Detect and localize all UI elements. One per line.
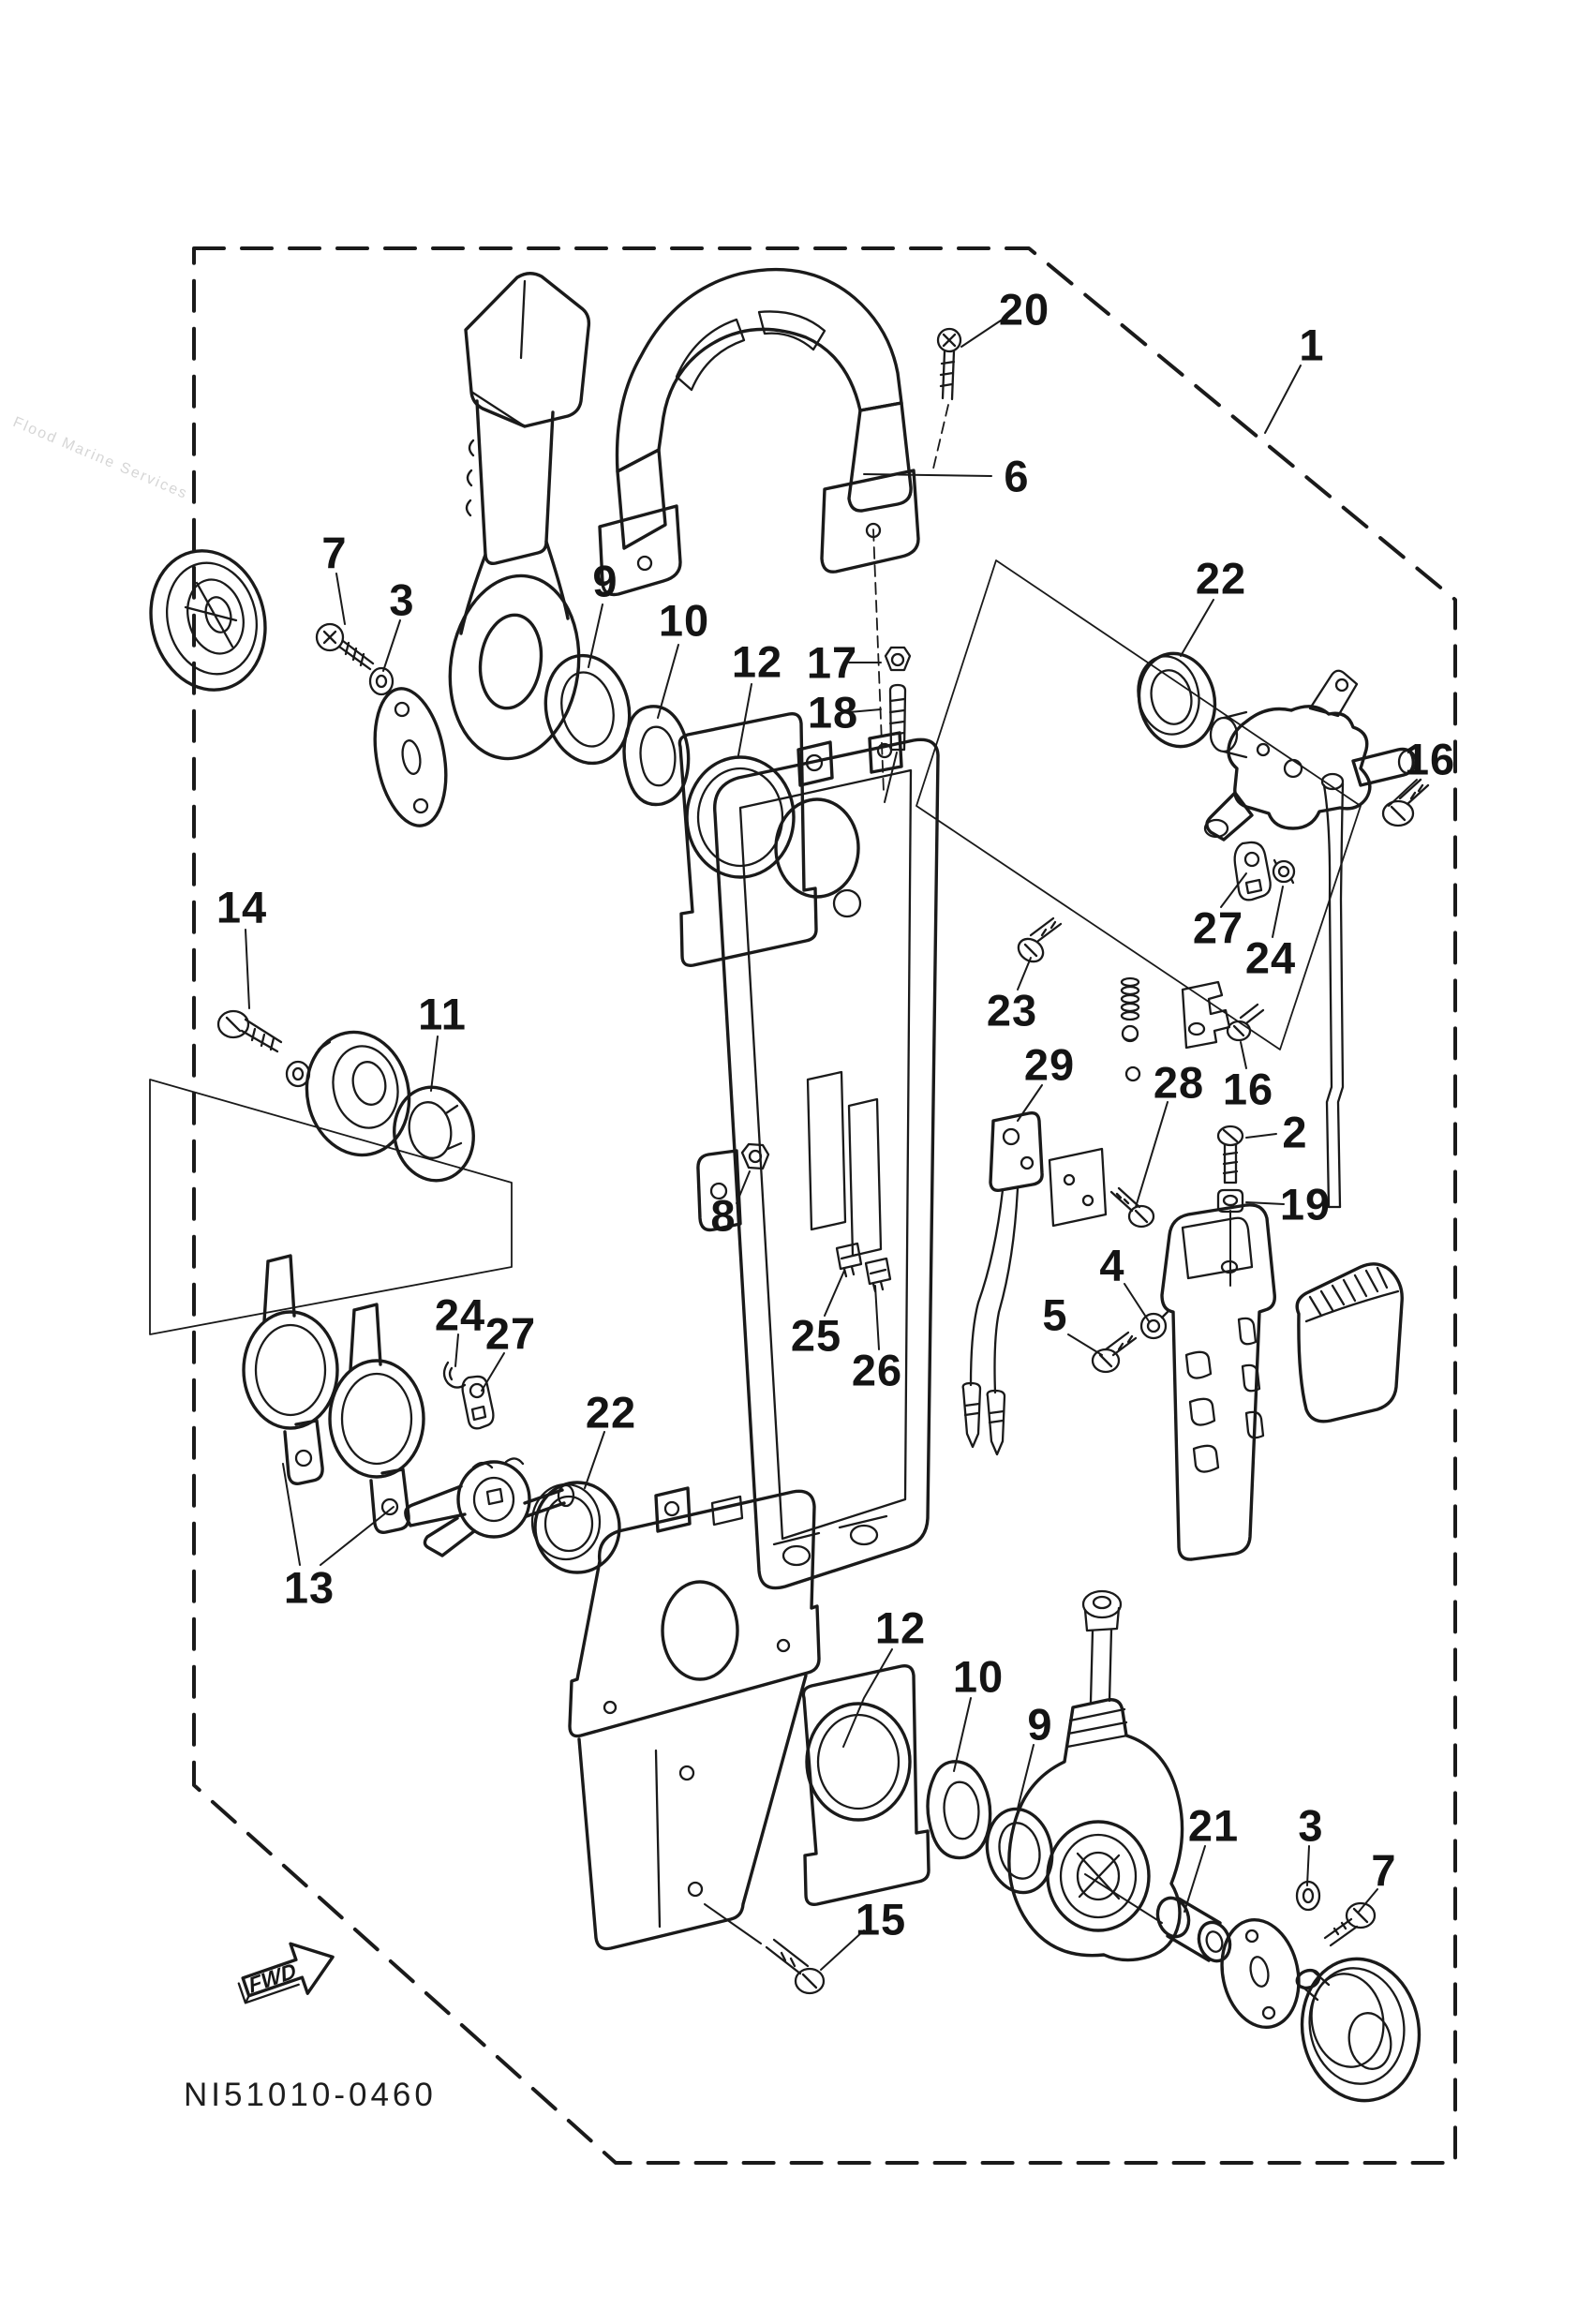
fwd-arrow-label: FWD (246, 1958, 298, 1997)
callout-20: 20 (998, 284, 1050, 335)
lower-housing (568, 1486, 821, 1951)
bearing-bracket-12-lower (801, 1664, 930, 1906)
screw-15 (765, 1938, 826, 1995)
washer-9-upper (543, 653, 632, 766)
nut-17 (884, 646, 912, 672)
cam-disc (305, 1030, 411, 1157)
callout-15: 15 (855, 1894, 907, 1944)
projection-box-right (916, 559, 1362, 1050)
shift-rod (1320, 772, 1345, 1209)
screw-7-lower (1323, 1901, 1377, 1947)
gasket-13-b (328, 1303, 425, 1534)
bushing-22-upper (1137, 651, 1217, 749)
callout-7-upper: 7 (321, 528, 348, 578)
link-joint-27-upper (1233, 841, 1272, 901)
bearing-bracket-12-upper (677, 712, 818, 967)
callout-27-upper: 27 (1192, 902, 1244, 953)
callout-18: 18 (807, 687, 859, 737)
callout-3-lower: 3 (1298, 1800, 1324, 1851)
screw-16-upper (1381, 778, 1430, 827)
assembly-boundary-dashed (192, 246, 1457, 2165)
screw-5 (1091, 1331, 1138, 1374)
callout-13: 13 (283, 1562, 335, 1613)
callout-21: 21 (1187, 1800, 1240, 1851)
friction-plate (373, 687, 448, 827)
washer-4 (1139, 1310, 1169, 1340)
bolt-14 (216, 1009, 283, 1053)
callout-10-lower: 10 (952, 1651, 1005, 1702)
screw-2 (1216, 1125, 1244, 1184)
screw-16-lower (1226, 1003, 1265, 1042)
top-cover (598, 267, 920, 597)
nut-24-upper (1272, 858, 1296, 885)
callout-22-upper: 22 (1195, 553, 1247, 603)
cam-axle-assembly (404, 1457, 575, 1557)
end-knob (1295, 1957, 1422, 2103)
drawing-number: NI51010-0460 (184, 2077, 437, 2113)
callout-14: 14 (216, 882, 268, 932)
callout-1: 1 (1299, 320, 1325, 370)
contact-pad-28-target (1048, 1147, 1108, 1228)
neutral-switch-29 (961, 1110, 1044, 1456)
detent-clip-bracket (1181, 980, 1231, 1050)
projection-box-left (149, 1079, 513, 1335)
handle-grip-knob (1295, 1262, 1404, 1423)
detent-spring-and-balls (1120, 976, 1141, 1082)
callout-8: 8 (710, 1190, 737, 1241)
callout-3-upper: 3 (389, 574, 415, 625)
washer-11 (393, 1085, 475, 1183)
callout-10-upper: 10 (658, 595, 710, 646)
callout-19: 19 (1279, 1179, 1332, 1229)
callout-12-lower: 12 (874, 1602, 927, 1653)
callout-22-lower: 22 (585, 1387, 637, 1438)
connector-25 (835, 1242, 863, 1278)
throttle-rod (1081, 1589, 1123, 1704)
callout-25: 25 (790, 1310, 842, 1361)
callout-16-lower: 16 (1222, 1064, 1274, 1114)
upper-housing (696, 731, 940, 1590)
fwd-arrow: FWD (237, 1942, 335, 2004)
gasket-10-lower (926, 1760, 992, 1860)
shift-cam-assembly (1203, 669, 1418, 842)
callout-12-upper: 12 (731, 636, 783, 687)
washer-3-upper (368, 666, 394, 696)
stud-18 (888, 683, 907, 752)
callout-6: 6 (1004, 451, 1030, 501)
callout-9-upper: 9 (592, 556, 618, 606)
callout-28: 28 (1153, 1057, 1205, 1108)
friction-adjuster-knob (149, 549, 267, 692)
callout-5: 5 (1042, 1289, 1068, 1340)
screw-23 (1017, 916, 1063, 963)
callout-9-lower: 9 (1027, 1699, 1053, 1750)
screw-28 (1109, 1186, 1155, 1229)
end-plate (1220, 1917, 1301, 2030)
callout-26: 26 (851, 1345, 903, 1395)
callout-16-upper: 16 (1404, 734, 1456, 784)
screw-7-upper (315, 622, 375, 671)
screw-20 (936, 327, 962, 401)
callout-17: 17 (806, 637, 858, 688)
callout-29: 29 (1023, 1039, 1076, 1090)
remote-handle (1160, 1203, 1276, 1561)
link-joint-27-lower (461, 1375, 495, 1430)
callout-4: 4 (1099, 1240, 1125, 1290)
callout-24-lower: 24 (434, 1289, 486, 1340)
clip-24-lower (442, 1361, 467, 1389)
callout-11: 11 (418, 989, 467, 1039)
gasket-10-upper (622, 705, 691, 807)
callout-7-lower: 7 (1371, 1845, 1397, 1896)
lower-control-lever (1007, 1698, 1184, 1962)
nut-8 (740, 1142, 770, 1170)
bushing-22-lower (530, 1481, 621, 1574)
callout-27-lower: 27 (484, 1308, 537, 1359)
callout-2: 2 (1282, 1107, 1308, 1157)
control-lever (448, 272, 591, 761)
connector-26 (864, 1257, 892, 1293)
callout-24-upper: 24 (1244, 932, 1297, 983)
gasket-13-a (242, 1254, 339, 1485)
washer-3-lower (1295, 1880, 1321, 1912)
callout-23: 23 (986, 985, 1038, 1035)
